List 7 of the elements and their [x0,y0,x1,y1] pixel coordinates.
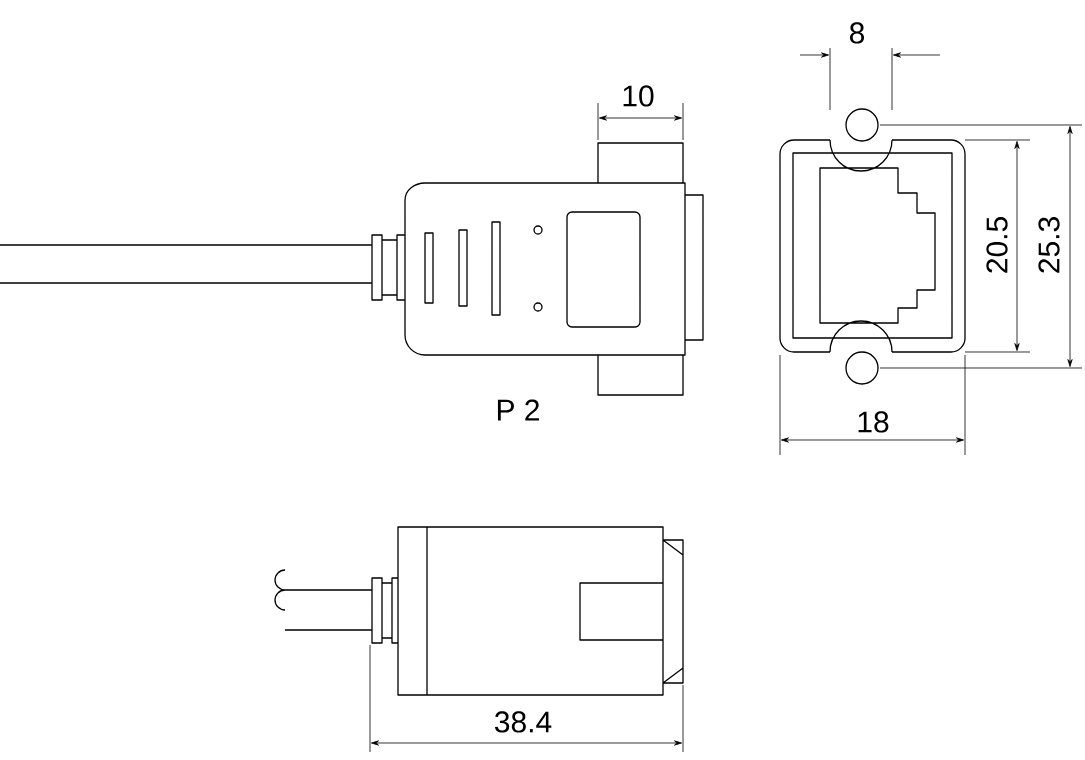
dimension-label: 25.3 [1038,217,1060,273]
view-label: P 2 [497,399,539,421]
dimension-label: 18 [858,411,889,433]
dimension-label: 38.4 [494,711,552,733]
dimension-label: 20.5 [986,217,1008,273]
dimension-label: 8 [849,22,865,44]
dimension-label: 10 [623,85,654,107]
